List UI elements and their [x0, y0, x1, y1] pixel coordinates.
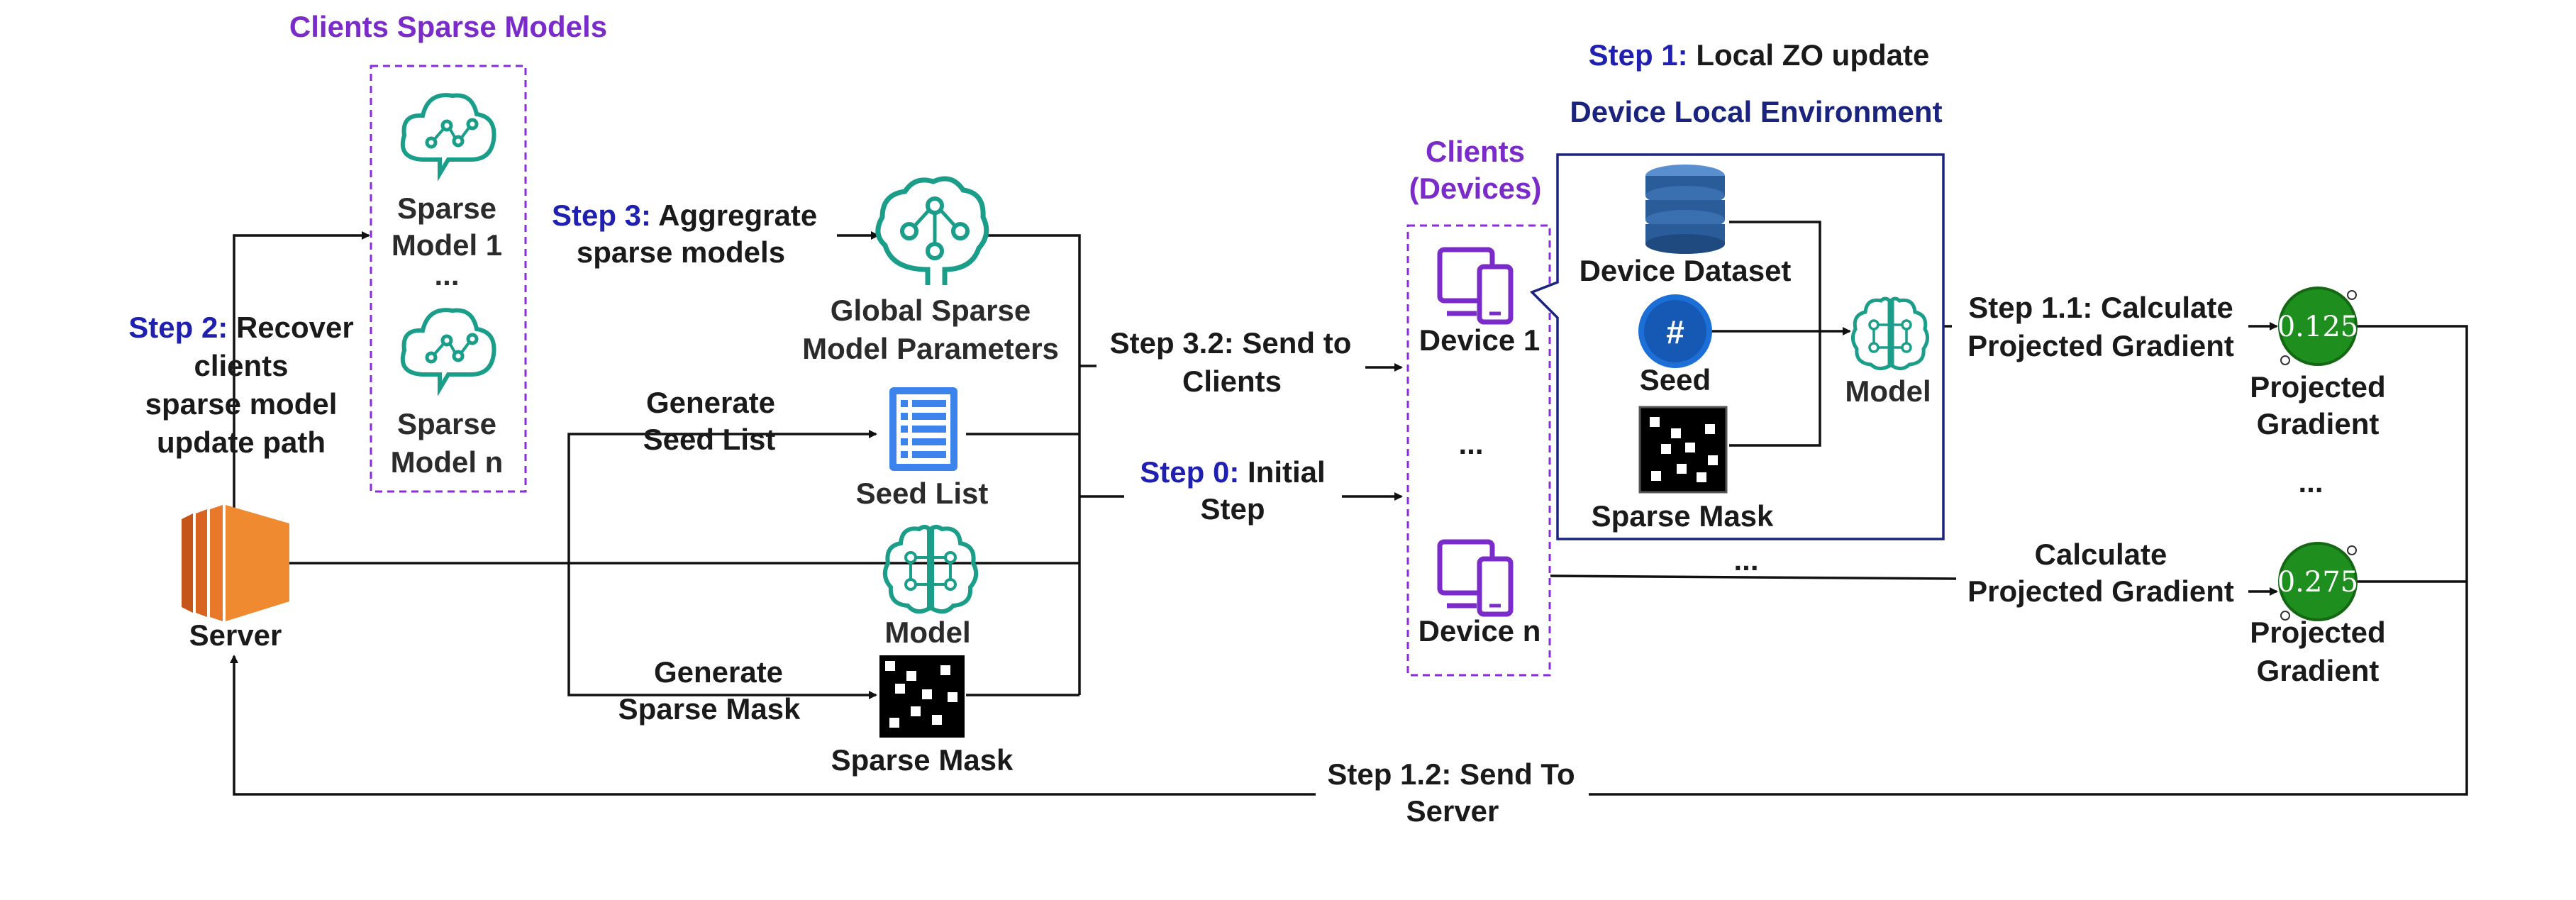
step3-line1: Aggregrate [658, 199, 817, 232]
device-n-label: Device n [1419, 614, 1541, 648]
device-1-label: Device 1 [1419, 323, 1540, 357]
clients-devices-box [1406, 224, 1551, 677]
step1-text: Local ZO update [1696, 38, 1929, 72]
send-to-server-arrow [230, 655, 1316, 796]
step0-line2: Step [1200, 492, 1265, 526]
gradient-1-label-line2: Gradient [2257, 407, 2380, 440]
global-line2: Model Parameters [802, 332, 1059, 365]
env-bracket-inner [1729, 221, 1821, 447]
step2-line1: Recover [236, 311, 354, 344]
step0-prefix: Step 0: [1140, 455, 1239, 489]
cloud-network-icon [400, 308, 496, 396]
server-icon [182, 505, 289, 621]
devices-icon [1437, 247, 1514, 325]
gradient-n-label-line1: Projected [2250, 616, 2385, 649]
seed-symbol: # [1666, 313, 1684, 350]
gradient-n-value: 0.275 [2277, 566, 2359, 599]
calc-n-line1: Calculate [2035, 538, 2167, 571]
devicen-line [1550, 574, 1957, 580]
step2-line4: update path [157, 426, 326, 459]
brain-network-icon [875, 176, 989, 285]
server-label: Server [189, 618, 282, 652]
sparse-model-1-line2: Model 1 [392, 228, 502, 262]
sparse-mask-label: Sparse Mask [831, 743, 1014, 777]
clients-sparse-models-title: Clients Sparse Models [289, 10, 607, 43]
gradient-ellipsis: ... [2298, 465, 2323, 499]
step1-prefix: Step 1: [1589, 38, 1688, 72]
step3-prefix: Step 3: [552, 199, 651, 232]
env-mask-label: Sparse Mask [1592, 499, 1774, 533]
sparse-mask-grid-icon [1638, 406, 1728, 494]
generate-mask-line2: Sparse Mask [618, 692, 801, 726]
generate-seed-arrow [567, 430, 877, 563]
generate-mask-arrow [567, 563, 877, 699]
step2-label: Step 2: Recover clients sparse model upd… [128, 311, 353, 459]
step2-line3: sparse model [145, 387, 338, 421]
global-line1: Global Sparse [831, 294, 1031, 327]
svg-text:Step 2: Recover: Step 2: Recover [128, 311, 353, 344]
step0-line1: Step 0: Initial [1140, 455, 1325, 489]
seed-hash-icon: # [1638, 294, 1712, 368]
brain-chip-icon [882, 525, 979, 614]
step3-label-line1: Step 3: Aggregrate [552, 199, 817, 232]
seed-list-label: Seed List [856, 477, 989, 510]
middle-ellipsis: ... [1733, 543, 1758, 577]
step3-line2: sparse models [577, 235, 785, 269]
recover-path-arrow [233, 231, 370, 509]
step32-line2: Clients [1182, 365, 1282, 398]
env-model-label: Model [1845, 374, 1931, 408]
step0-text: Initial [1248, 455, 1326, 489]
database-icon [1645, 165, 1725, 254]
calc-n-line2: Projected Gradient [1967, 574, 2234, 608]
device-env-title: Device Local Environment [1570, 95, 1942, 128]
gradient-1-badge: 0.125 [2277, 287, 2359, 366]
device-env-callout [1529, 153, 1945, 540]
gradient-1-label-line1: Projected [2250, 370, 2385, 404]
collector-line [984, 234, 1081, 695]
gradient-collect-line [1589, 325, 2468, 796]
step2-line2: clients [194, 349, 288, 382]
sparse-model-n-line1: Sparse [397, 407, 496, 440]
sparse-mask-grid-icon [879, 655, 965, 738]
sparse-models-ellipsis: ... [434, 258, 459, 291]
clients-title-line2: (Devices) [1409, 172, 1542, 205]
generate-seed-line2: Seed List [643, 423, 776, 456]
device-dataset-label: Device Dataset [1580, 254, 1792, 287]
step12-line1: Step 1.2: Send To [1327, 757, 1575, 791]
cloud-network-icon [400, 93, 496, 182]
center-model-label: Model [884, 616, 970, 649]
gradient-n-label-line2: Gradient [2257, 654, 2380, 687]
step32-line1: Step 3.2: Send to [1110, 326, 1352, 360]
step12-line2: Server [1406, 794, 1499, 828]
sparse-model-1-line1: Sparse [397, 191, 496, 225]
devices-icon [1437, 539, 1514, 617]
sparse-model-n-line2: Model n [391, 445, 504, 479]
clients-title-line1: Clients [1426, 135, 1525, 168]
step2-prefix: Step 2: [128, 311, 228, 344]
devices-ellipsis: ... [1458, 427, 1483, 460]
step1-label: Step 1: Local ZO update [1589, 38, 1930, 72]
clients-sparse-models-box [370, 65, 527, 493]
list-icon [889, 387, 957, 471]
generate-seed-line1: Generate [646, 386, 775, 419]
env-seed-label: Seed [1640, 363, 1711, 396]
brain-chip-icon [1851, 296, 1929, 370]
step11-line2: Projected Gradient [1967, 329, 2234, 362]
generate-mask-line1: Generate [654, 655, 783, 689]
step11-line1: Step 1.1: Calculate [1968, 291, 2233, 324]
gradient-1-value: 0.125 [2277, 311, 2359, 343]
gradient-n-badge: 0.275 [2277, 542, 2359, 621]
